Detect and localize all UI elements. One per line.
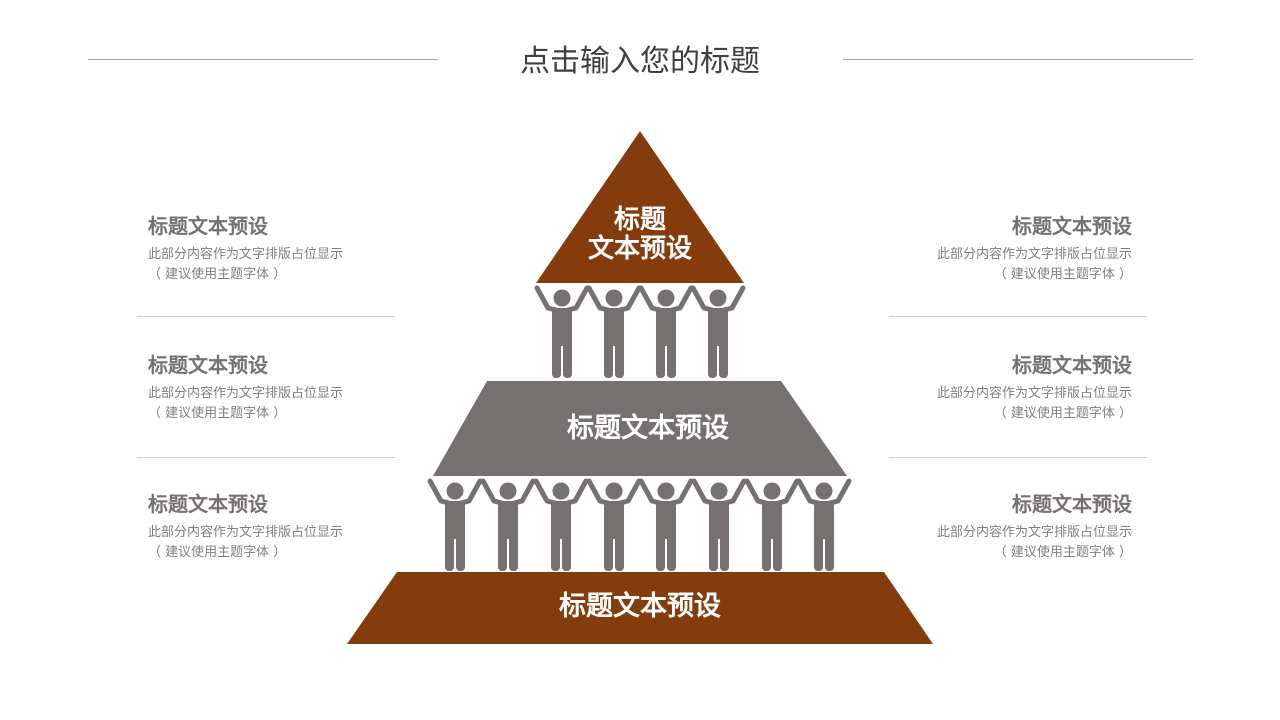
pyramid-top-label-2: 文本预设 [588, 233, 692, 264]
person-icon [638, 285, 694, 378]
text-block-right-1: 标题文本预设此部分内容作为文字排版占位显示 （ 建议使用主题字体 ） [872, 210, 1132, 285]
divider [889, 316, 1147, 317]
pyramid-bottom[interactable] [347, 572, 933, 644]
block-desc-2: （ 建议使用主题字体 ） [148, 406, 287, 421]
text-block-left-1: 标题文本预设此部分内容作为文字排版占位显示 （ 建议使用主题字体 ） [148, 210, 408, 285]
block-heading: 标题文本预设 [1012, 353, 1132, 377]
block-desc-2: （ 建议使用主题字体 ） [148, 545, 287, 560]
block-heading: 标题文本预设 [148, 353, 268, 377]
person-icon [638, 478, 694, 571]
pyramid-top-label-1: 标题 [614, 205, 666, 235]
person-icon [796, 478, 852, 571]
title-rule-left [88, 59, 438, 60]
person-icon [690, 285, 746, 378]
title-rule-right [843, 59, 1193, 60]
block-heading: 标题文本预设 [148, 492, 268, 516]
block-desc-1: 此部分内容作为文字排版占位显示 [936, 247, 1132, 262]
block-desc-2: （ 建议使用主题字体 ） [993, 406, 1132, 421]
divider [137, 457, 395, 458]
block-desc-2: （ 建议使用主题字体 ） [148, 267, 287, 282]
block-desc-1: 此部分内容作为文字排版占位显示 [148, 247, 344, 262]
block-desc-1: 此部分内容作为文字排版占位显示 [148, 386, 344, 401]
person-icon [533, 478, 589, 571]
person-icon [427, 478, 483, 571]
divider [137, 316, 395, 317]
pyramid-middle[interactable] [433, 381, 847, 476]
block-heading: 标题文本预设 [148, 214, 268, 238]
pyramid-top[interactable] [536, 131, 744, 283]
person-icon [586, 285, 642, 378]
text-block-right-2: 标题文本预设此部分内容作为文字排版占位显示 （ 建议使用主题字体 ） [872, 349, 1132, 424]
text-block-right-3: 标题文本预设此部分内容作为文字排版占位显示 （ 建议使用主题字体 ） [872, 488, 1132, 563]
person-icon [480, 478, 536, 571]
block-desc-2: （ 建议使用主题字体 ） [993, 545, 1132, 560]
pyramid-bottom-label: 标题文本预设 [559, 590, 721, 622]
block-heading: 标题文本预设 [1012, 492, 1132, 516]
block-heading: 标题文本预设 [1012, 214, 1132, 238]
block-desc-1: 此部分内容作为文字排版占位显示 [148, 525, 344, 540]
pyramid-middle-label: 标题文本预设 [567, 412, 729, 444]
page-title[interactable]: 点击输入您的标题 [520, 44, 760, 79]
text-block-left-2: 标题文本预设此部分内容作为文字排版占位显示 （ 建议使用主题字体 ） [148, 349, 408, 424]
divider [889, 457, 1147, 458]
person-icon [586, 478, 642, 571]
person-icon [691, 478, 747, 571]
person-icon [534, 285, 590, 378]
person-icon [744, 478, 800, 571]
block-desc-2: （ 建议使用主题字体 ） [993, 267, 1132, 282]
block-desc-1: 此部分内容作为文字排版占位显示 [936, 386, 1132, 401]
block-desc-1: 此部分内容作为文字排版占位显示 [936, 525, 1132, 540]
text-block-left-3: 标题文本预设此部分内容作为文字排版占位显示 （ 建议使用主题字体 ） [148, 488, 408, 563]
